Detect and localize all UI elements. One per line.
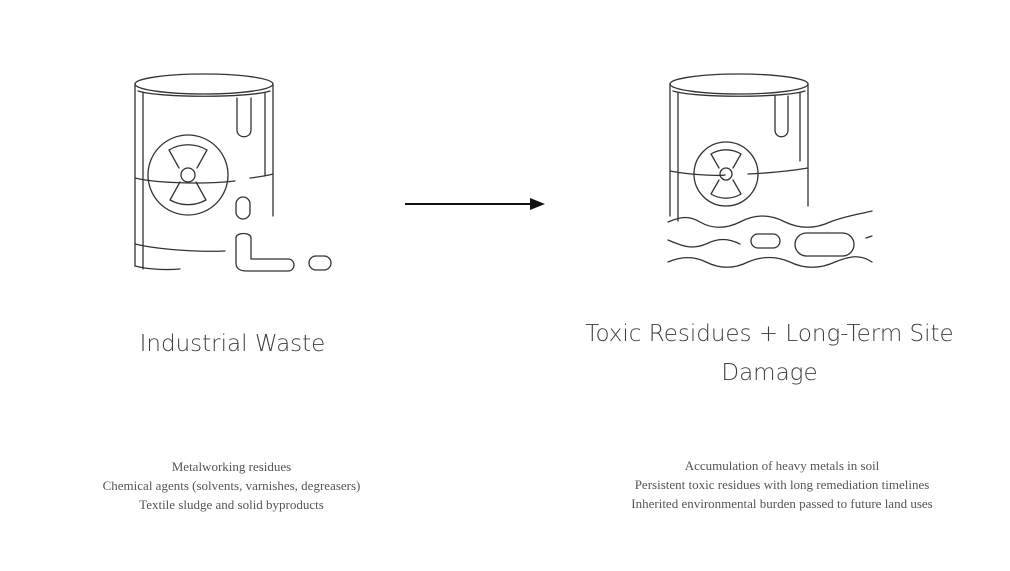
list-item: Persistent toxic residues with long reme… — [634, 477, 930, 492]
left-description-list: Metalworking residues Chemical agents (s… — [20, 457, 443, 514]
arrow-right-icon — [402, 194, 548, 218]
radioactive-barrel-in-water-icon — [660, 66, 880, 281]
list-item: Chemical agents (solvents, varnishes, de… — [102, 478, 361, 493]
right-description-list: Accumulation of heavy metals in soil Per… — [572, 456, 992, 513]
list-item: Accumulation of heavy metals in soil — [684, 458, 880, 473]
left-title: Industrial Waste — [139, 331, 326, 357]
list-item: Textile sludge and solid byproducts — [139, 497, 324, 512]
list-item: Metalworking residues — [171, 459, 292, 474]
right-title: Toxic Residues + Long-Term Site Damage — [562, 315, 977, 393]
right-title-line: Toxic Residues + Long-Term Site — [585, 321, 954, 347]
right-title-line: Damage — [721, 360, 818, 386]
list-item: Inherited environmental burden passed to… — [631, 496, 933, 511]
radioactive-barrel-leaking-icon — [120, 66, 350, 281]
